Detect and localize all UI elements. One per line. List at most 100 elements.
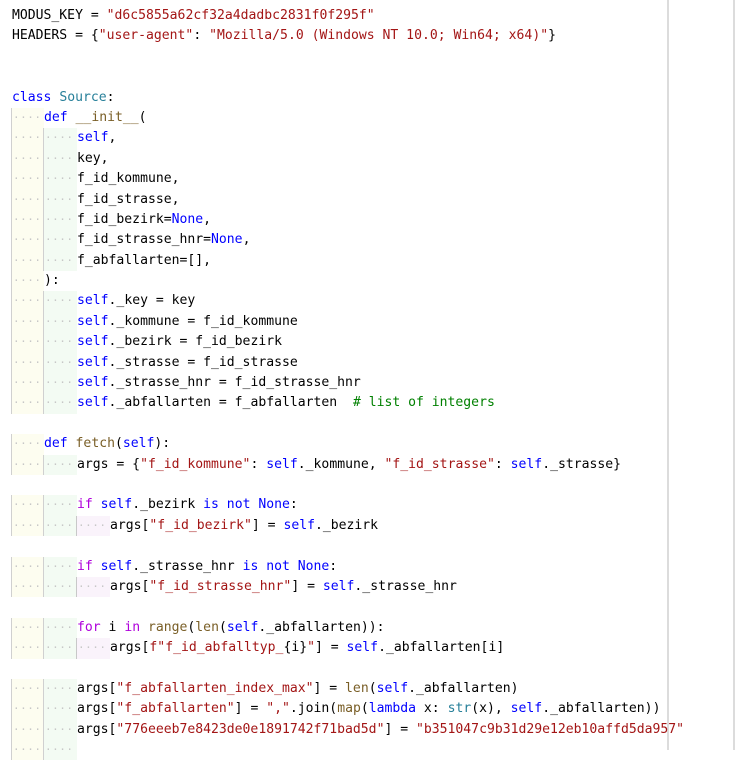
code-line[interactable]: f_abfallarten=[],	[11, 250, 684, 271]
code-token: lambda	[368, 701, 424, 717]
code-token: (	[368, 680, 377, 696]
indent-guide	[43, 291, 77, 312]
indent-guide	[11, 189, 44, 210]
code-line[interactable]	[11, 740, 684, 760]
indent-guide	[11, 209, 44, 231]
indent-guide	[11, 230, 44, 251]
code-line[interactable]	[12, 597, 684, 617]
code-token: # list of integers	[352, 395, 495, 411]
code-line[interactable]: args[f"f_id_abfalltyp_{i}"] = self._abfa…	[11, 638, 684, 659]
indent-guide	[11, 352, 44, 373]
code-token: def	[44, 109, 76, 125]
indent-guide	[43, 148, 77, 170]
code-line[interactable]: if self._strasse_hnr is not None:	[11, 556, 684, 577]
code-token: self	[77, 375, 109, 391]
code-line[interactable]: f_id_bezirk=None,	[11, 209, 684, 231]
code-token: args = {	[77, 456, 141, 472]
indent-guide	[11, 291, 44, 312]
code-token: "d6c5855a62cf32a4dadbc2831f0f295f"	[106, 8, 375, 23]
indent-guide	[11, 719, 44, 740]
indent-guide	[11, 250, 44, 271]
indent-guide	[43, 638, 77, 659]
code-token: is not None	[203, 497, 290, 513]
indent-guide	[11, 373, 44, 394]
code-token: self	[77, 293, 109, 309]
code-token: __init__	[75, 109, 139, 125]
code-token: self	[510, 456, 543, 472]
code-token: :	[250, 456, 267, 472]
code-token: self	[77, 313, 109, 329]
code-token: "b351047c9b31d29e12eb10affd5da957"	[416, 721, 685, 737]
indent-guide	[11, 617, 44, 639]
code-line[interactable]: key,	[11, 148, 684, 170]
code-line[interactable]	[12, 475, 684, 495]
code-token: fetch	[75, 436, 115, 452]
code-line[interactable]: MODUS_KEY = "d6c5855a62cf32a4dadbc2831f0…	[12, 6, 684, 26]
code-line[interactable]: args["776eeeb7e8423de0e1891742f71bad5d"]…	[11, 719, 685, 740]
code-token: MODUS_KEY =	[12, 8, 107, 23]
code-line[interactable]: self._abfallarten = f_abfallarten # list…	[11, 393, 684, 414]
indent-guide	[43, 454, 77, 475]
indent-guide	[11, 699, 44, 720]
code-line[interactable]: args["f_id_strasse_hnr"] = self._strasse…	[11, 576, 684, 598]
code-token: :	[289, 497, 298, 513]
code-line[interactable]	[12, 47, 684, 67]
indent-guide	[11, 271, 44, 292]
code-token: None	[171, 211, 204, 227]
code-line[interactable]: HEADERS = {"user-agent": "Mozilla/5.0 (W…	[12, 26, 684, 46]
code-line[interactable]	[12, 414, 684, 434]
code-line[interactable]: for i in range(len(self._abfallarten)):	[11, 617, 684, 639]
code-token: ._bezirk = f_id_bezirk	[108, 334, 282, 350]
code-token: self	[122, 436, 155, 452]
indent-guide	[43, 128, 77, 149]
code-line[interactable]: self._kommune = f_id_kommune	[11, 311, 684, 333]
code-line[interactable]: self._key = key	[11, 291, 684, 312]
code-line[interactable]: f_id_kommune,	[11, 169, 684, 190]
code-line[interactable]: f_id_strasse_hnr=None,	[11, 230, 684, 251]
indent-guide	[11, 576, 44, 598]
code-line[interactable]: ):	[11, 271, 684, 292]
indent-guide	[11, 454, 44, 475]
indent-guide	[11, 678, 44, 700]
code-line[interactable]: def __init__(	[11, 107, 684, 129]
indent-guide	[43, 617, 77, 639]
code-lines[interactable]: MODUS_KEY = "d6c5855a62cf32a4dadbc2831f0…	[11, 6, 685, 760]
code-token: args[	[110, 517, 150, 533]
code-token: ._kommune,	[297, 456, 385, 472]
code-token: :	[106, 89, 115, 105]
code-token: ,	[242, 232, 251, 248]
indent-guide	[76, 638, 110, 659]
code-token: "f_abfallarten_index_max"	[116, 680, 314, 696]
code-token: self	[283, 517, 315, 533]
code-token: range	[147, 619, 188, 635]
code-line[interactable]	[12, 536, 684, 556]
code-line[interactable]: args["f_id_bezirk"] = self._bezirk	[11, 515, 684, 537]
code-token: len	[195, 619, 219, 635]
code-line[interactable]: if self._bezirk is not None:	[11, 495, 684, 516]
code-token: (	[360, 701, 369, 717]
code-line[interactable]	[12, 659, 684, 679]
code-line[interactable]: args = {"f_id_kommune": self._kommune, "…	[11, 454, 684, 475]
code-line[interactable]: self,	[11, 128, 684, 149]
code-line[interactable]: self._strasse_hnr = f_id_strasse_hnr	[11, 373, 684, 394]
code-line[interactable]: class Source:	[12, 88, 684, 108]
indent-guide	[76, 576, 110, 598]
code-token: str	[447, 701, 472, 717]
indent-guide	[11, 515, 44, 537]
code-line[interactable]: def fetch(self):	[11, 434, 684, 455]
code-line[interactable]: args["f_abfallarten"] = ",".join(map(lam…	[11, 699, 684, 720]
code-line[interactable]: self._strasse = f_id_strasse	[11, 352, 684, 373]
code-line[interactable]: args["f_abfallarten_index_max"] = len(se…	[11, 678, 684, 700]
code-token: "f_id_bezirk"	[149, 517, 252, 533]
code-line[interactable]: self._bezirk = f_id_bezirk	[11, 332, 684, 353]
code-line[interactable]	[12, 67, 684, 87]
code-token: ] =	[251, 517, 284, 533]
code-line[interactable]: f_id_strasse,	[11, 189, 684, 210]
indent-guide	[43, 495, 77, 516]
code-token: args[	[77, 680, 117, 696]
code-token: None	[211, 232, 243, 248]
indent-guide	[11, 311, 44, 333]
code-token: ._abfallarten[i]	[378, 640, 505, 656]
code-token: args[	[77, 721, 117, 737]
